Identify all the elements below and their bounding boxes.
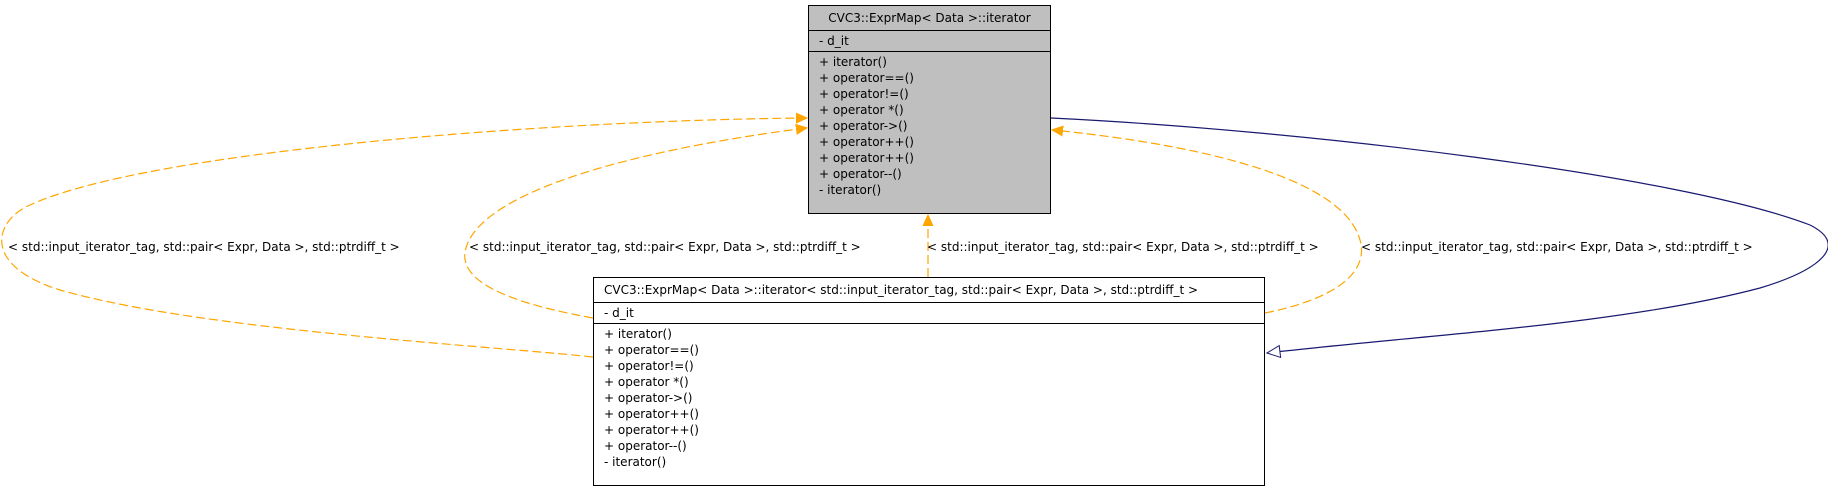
class-box-exprmap-iterator[interactable]: CVC3::ExprMap< Data >::iterator - d_it +… xyxy=(808,5,1051,214)
edge-label-outer-left: < std::input_iterator_tag, std::pair< Ex… xyxy=(8,240,400,254)
edge-label-center: < std::input_iterator_tag, std::pair< Ex… xyxy=(927,240,1319,254)
template-edge-outer-left xyxy=(1,118,806,358)
method-item: + operator==() xyxy=(604,343,699,357)
method-item: + iterator() xyxy=(604,327,672,341)
class-box-iterator-instantiation[interactable]: CVC3::ExprMap< Data >::iterator< std::in… xyxy=(593,277,1265,486)
method-item: - iterator() xyxy=(819,183,882,197)
class-title: CVC3::ExprMap< Data >::iterator< std::in… xyxy=(594,278,1264,303)
method-item: + operator!=() xyxy=(819,87,909,101)
method-item: + operator--() xyxy=(604,439,687,453)
method-item: + operator++() xyxy=(819,151,914,165)
method-item: + operator++() xyxy=(604,407,699,421)
inheritance-edge xyxy=(1050,117,1828,359)
method-item: + iterator() xyxy=(819,55,887,69)
class-attributes: - d_it xyxy=(809,31,1050,52)
template-edge-right xyxy=(1053,130,1363,314)
method-item: + operator!=() xyxy=(604,359,694,373)
edge-label-right: < std::input_iterator_tag, std::pair< Ex… xyxy=(1361,240,1753,254)
method-item: + operator==() xyxy=(819,71,914,85)
method-item: + operator *() xyxy=(604,375,689,389)
edge-label-inner-left: < std::input_iterator_tag, std::pair< Ex… xyxy=(469,240,861,254)
method-item: + operator++() xyxy=(604,423,699,437)
class-title: CVC3::ExprMap< Data >::iterator xyxy=(809,6,1050,31)
method-item: + operator--() xyxy=(819,167,902,181)
class-methods: + iterator() + operator==() + operator!=… xyxy=(594,324,1264,472)
method-item: - iterator() xyxy=(604,455,667,469)
class-methods: + iterator() + operator==() + operator!=… xyxy=(809,52,1050,200)
method-item: + operator++() xyxy=(819,135,914,149)
method-item: + operator->() xyxy=(604,391,693,405)
method-item: + operator *() xyxy=(819,103,904,117)
method-item: + operator->() xyxy=(819,119,908,133)
attribute-d-it: - d_it xyxy=(604,306,634,320)
template-edge-inner-left xyxy=(464,128,806,319)
attribute-d-it: - d_it xyxy=(819,34,849,48)
class-attributes: - d_it xyxy=(594,303,1264,324)
